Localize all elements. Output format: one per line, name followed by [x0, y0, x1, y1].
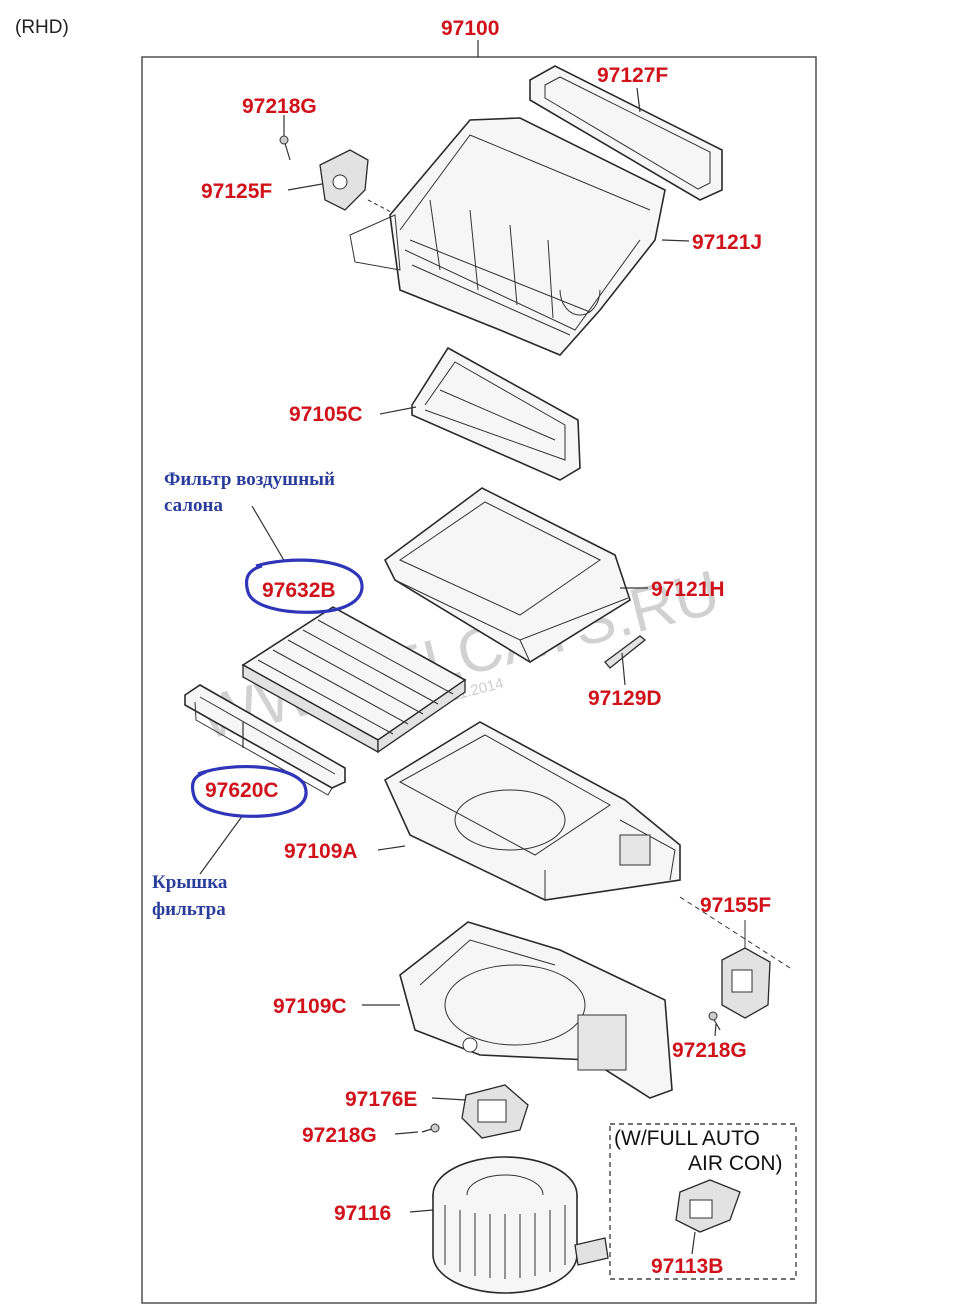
label-97121J: 97121J — [692, 231, 762, 254]
actuator-97155F-shape — [679, 896, 791, 1019]
label-97105C: 97105C — [289, 403, 363, 426]
option-box-line1: (W/FULL AUTO — [614, 1127, 760, 1150]
label-97218G-mid: 97218G — [302, 1124, 377, 1147]
label-97116: 97116 — [334, 1202, 391, 1225]
housing-97109A-shape — [383, 721, 681, 901]
resistor-97176E-shape — [461, 1084, 529, 1139]
label-97127F: 97127F — [597, 64, 668, 87]
label-97176E: 97176E — [345, 1088, 417, 1111]
annotation-filter-line2: салона — [164, 495, 223, 516]
label-97109C: 97109C — [273, 995, 347, 1018]
gasket-97127F-shape — [529, 65, 723, 201]
label-97109A: 97109A — [284, 840, 358, 863]
screw-97218G-mid-shape — [421, 1123, 440, 1133]
highlight-circle-97632B — [244, 558, 364, 614]
screw-97218G-top-shape — [279, 135, 291, 161]
seal-strip-97129D-shape — [604, 635, 647, 669]
label-97632B: 97632B — [262, 579, 336, 602]
filter-cover-97620C-shape — [184, 684, 346, 796]
filter-frame-97121H-shape — [383, 487, 631, 663]
actuator-97125F-shape — [319, 149, 411, 223]
option-box — [609, 1123, 797, 1280]
upper-case-97121J-shape — [349, 117, 666, 356]
assembly-frame — [141, 56, 817, 1304]
label-97121H: 97121H — [651, 578, 725, 601]
variant-label: (RHD) — [15, 17, 69, 38]
screw-97218G-right-shape — [708, 1011, 721, 1031]
assembly-number: 97100 — [441, 17, 499, 40]
label-97129D: 97129D — [588, 687, 662, 710]
label-97125F: 97125F — [201, 180, 272, 203]
annotation-cover-line2: фильтра — [152, 899, 226, 920]
sensor-97113B-shape — [675, 1179, 741, 1233]
label-97155F: 97155F — [700, 894, 771, 917]
blower-motor-97116-shape — [432, 1156, 609, 1294]
label-97218G-top: 97218G — [242, 95, 317, 118]
label-97113B: 97113B — [651, 1255, 723, 1278]
highlight-circle-97620C — [190, 765, 308, 818]
blower-housing-97109C-shape — [399, 921, 673, 1099]
label-97218G-right: 97218G — [672, 1039, 747, 1062]
annotation-filter-line1: Фильтр воздушный — [164, 469, 335, 490]
label-97620C: 97620C — [205, 779, 279, 802]
tray-97105C-shape — [411, 346, 581, 481]
option-box-line2: AIR CON) — [688, 1152, 783, 1175]
cabin-filter-97632B-shape — [241, 606, 467, 754]
annotation-cover-line1: Крышка — [152, 872, 228, 893]
